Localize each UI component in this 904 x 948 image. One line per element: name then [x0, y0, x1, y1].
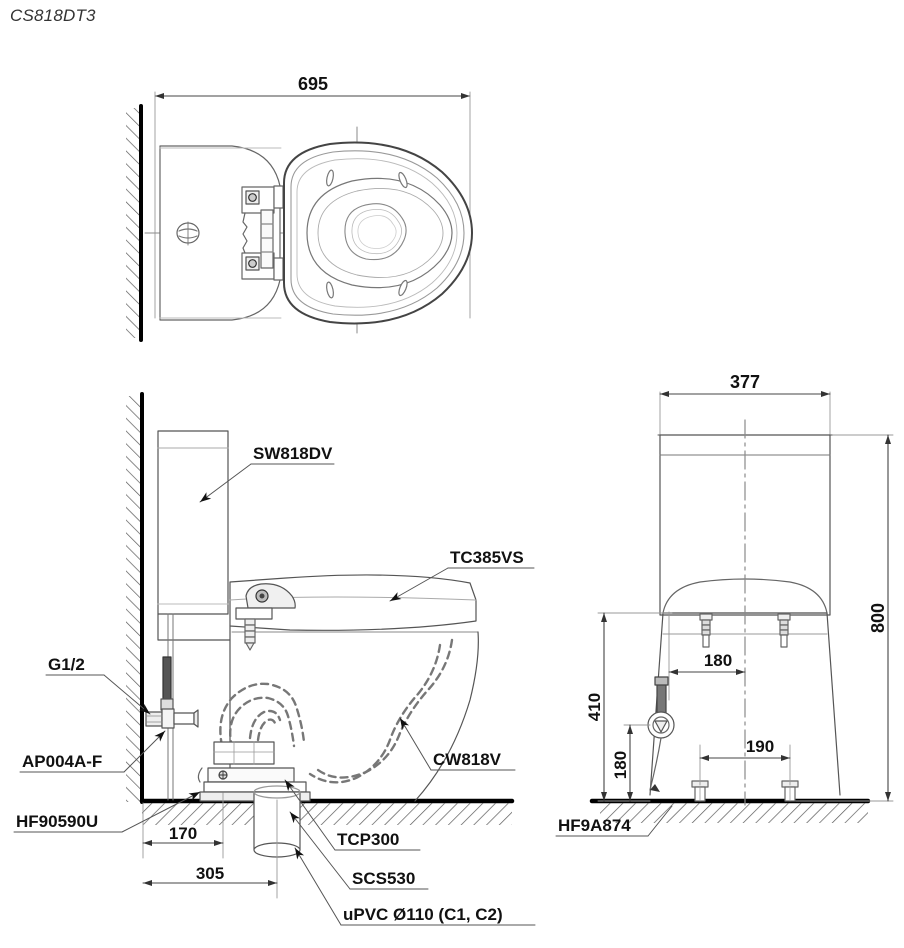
page-title: CS818DT3	[10, 6, 96, 25]
dimension-190: 190	[699, 737, 791, 786]
label-hf9a874-text: HF9A874	[558, 816, 631, 835]
dimension-190-label: 190	[746, 737, 774, 756]
label-tc385vs-text: TC385VS	[450, 548, 524, 567]
top-view: 695	[126, 74, 473, 342]
label-sw818dv-text: SW818DV	[253, 444, 333, 463]
dimension-180-upper-label: 180	[704, 651, 732, 670]
dimension-180-lower: 180	[611, 724, 651, 802]
label-ap004af-text: AP004A-F	[22, 752, 102, 771]
floor-hatching-front-view	[600, 803, 868, 823]
label-cw818v-text: CW818V	[433, 750, 502, 769]
dimension-410-label: 410	[585, 693, 604, 721]
wall-hatching-side-view	[126, 396, 140, 802]
label-upvc-text: uPVC Ø110 (C1, C2)	[343, 905, 503, 924]
dimension-180-upper: 180	[668, 611, 746, 701]
front-view: 377 800	[555, 372, 894, 837]
seat-cover-inner-line	[290, 150, 465, 316]
floor-hatching-side-view	[142, 803, 512, 825]
dimension-377: 377	[659, 372, 831, 441]
label-upvc: uPVC Ø110 (C1, C2)	[294, 847, 536, 926]
trapway-dashed-outline	[219, 638, 454, 784]
dimension-377-label: 377	[730, 372, 760, 392]
angle-valve-side-view	[145, 708, 199, 729]
label-tcp300: TCP300	[284, 779, 421, 851]
label-ap004af: AP004A-F	[19, 730, 166, 773]
label-g12: G1/2	[45, 655, 151, 715]
seat-bolts-front	[699, 613, 791, 648]
seat-hinge-side	[235, 583, 296, 651]
floor-flange-assembly	[197, 741, 311, 858]
label-hf90590u: HF90590U	[13, 791, 201, 833]
dimension-800: 800	[789, 434, 894, 802]
cistern-side-view	[157, 430, 231, 641]
dimension-305: 305	[142, 799, 278, 899]
side-view: 170 305 SW818DV TC385VS CW818V G1/	[13, 392, 536, 926]
dimension-170-label: 170	[169, 824, 197, 843]
dimension-410: 410	[585, 612, 673, 802]
label-tcp300-text: TCP300	[337, 830, 399, 849]
dimension-305-label: 305	[196, 864, 224, 883]
dimension-170: 170	[142, 792, 224, 859]
label-scs530-text: SCS530	[352, 869, 415, 888]
label-hf90590u-text: HF90590U	[16, 812, 98, 831]
label-cw818v: CW818V	[399, 717, 516, 771]
fill-valve-riser	[160, 613, 174, 801]
label-hf9a874: HF9A874	[555, 805, 673, 837]
seat-bumpers-plan	[326, 169, 408, 299]
dimension-695-label: 695	[298, 74, 328, 94]
seat-hinge-plan	[241, 185, 284, 281]
wall-hatching-top-view	[126, 108, 140, 338]
label-g12-text: G1/2	[48, 655, 85, 674]
label-tc385vs: TC385VS	[389, 548, 535, 602]
seat-lid-side-view	[229, 574, 479, 651]
dimension-800-label: 800	[868, 603, 888, 633]
dimension-695: 695	[154, 74, 471, 319]
label-scs530: SCS530	[289, 811, 429, 890]
bowl-waterspot-outline	[344, 203, 407, 261]
dimension-180-lower-label: 180	[611, 751, 630, 779]
flush-button-plan	[176, 221, 200, 246]
label-sw818dv: SW818DV	[199, 444, 335, 503]
supply-hose-front-view	[647, 676, 675, 792]
